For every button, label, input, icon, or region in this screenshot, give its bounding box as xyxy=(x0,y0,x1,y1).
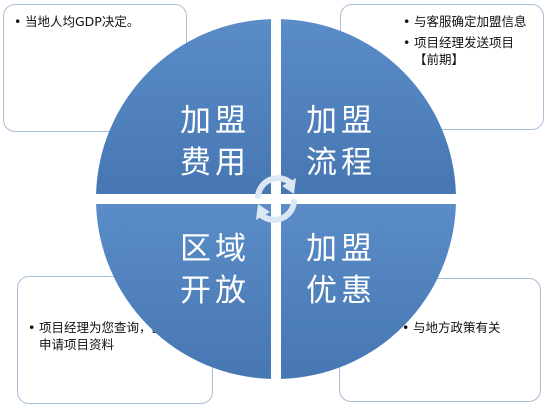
quadrant-label-fee: 加盟 费用 xyxy=(180,100,250,184)
quadrant-label-line: 加盟 xyxy=(180,103,250,139)
quadrant-label-line: 加盟 xyxy=(306,231,376,267)
quadrant-label-line: 开放 xyxy=(180,273,250,309)
arrow-head-icon xyxy=(282,178,296,194)
quadrant-label-line: 流程 xyxy=(306,145,376,181)
quadrant-bottom-left xyxy=(96,204,271,379)
quadrant-label-region: 区域 开放 xyxy=(180,228,250,312)
cycle-arrows-icon xyxy=(255,175,297,223)
note-top-right-item: 与客服确定加盟信息 xyxy=(403,13,535,30)
quadrant-top-left xyxy=(96,19,271,194)
quadrant-label-line: 加盟 xyxy=(306,103,376,139)
quadrant-label-discount: 加盟 优惠 xyxy=(306,228,376,312)
quadrant-label-line: 区域 xyxy=(180,231,250,267)
quadrant-label-line: 优惠 xyxy=(306,273,376,309)
quadrant-bottom-right xyxy=(281,204,456,379)
quadrant-label-process: 加盟 流程 xyxy=(306,100,376,184)
note-bottom-right-item: 与地方政策有关 xyxy=(402,319,532,336)
note-top-left-item: 当地人均GDP决定。 xyxy=(14,13,178,30)
quadrant-label-line: 费用 xyxy=(180,145,250,181)
quadrant-top-right xyxy=(281,19,456,194)
note-top-right-item: 项目经理发送项目【前期】 xyxy=(403,34,535,68)
arrow-head-icon xyxy=(256,204,270,220)
